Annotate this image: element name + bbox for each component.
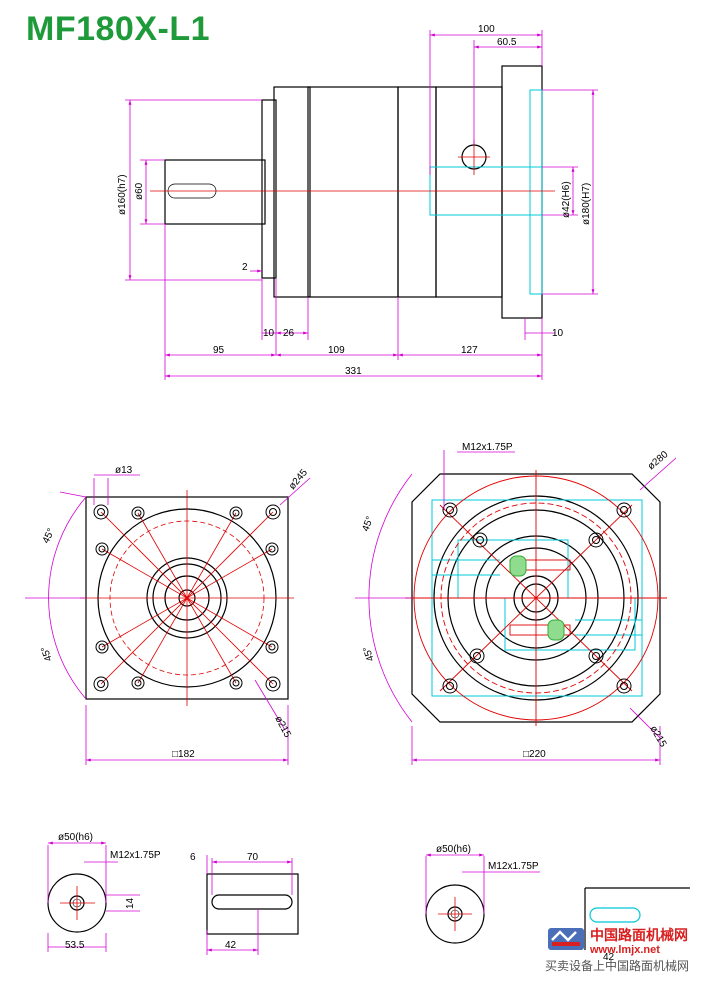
dim-60-5: 60.5 (497, 37, 517, 48)
dim-d60: ø60 (134, 182, 145, 200)
dim-d50: ø50(h6) (58, 832, 93, 843)
side-view-dimension-labels: 100 60.5 ø160(h7) ø60 ø42(H6) ø180(H7) 2… (117, 24, 592, 377)
dim-109: 109 (328, 345, 345, 356)
dim-26: 26 (283, 328, 295, 339)
dim-thread-m12: M12x1.75P (462, 442, 513, 453)
dim-d160: ø160(h7) (117, 174, 128, 215)
drawing-title: MF180X-L1 (26, 10, 210, 48)
dim-thread-m12: M12x1.75P (110, 850, 161, 861)
watermark-url: www.lmjx.net (589, 944, 660, 956)
dim-d13: ø13 (115, 465, 133, 476)
dim-angle-45-lower: 45° (39, 645, 55, 663)
dim-d280: ø280 (646, 449, 671, 472)
shaft-detail-1-dimension-lines (47, 841, 293, 955)
dim-d42: ø42(H6) (561, 181, 572, 218)
dim-d50: ø50(h6) (436, 844, 471, 855)
front-view-construction (80, 490, 294, 706)
dim-331: 331 (345, 366, 362, 377)
dim-14: 14 (125, 897, 136, 909)
side-view-dimension-lines (125, 30, 598, 380)
shaft-detail-2-dimension-lines (425, 853, 540, 914)
back-view-keys (509, 555, 565, 641)
dim-angle-45-lower: 45° (361, 645, 377, 663)
dim-d180: ø180(H7) (581, 183, 592, 225)
dim-10b: 10 (552, 328, 564, 339)
watermark-name: 中国路面机械网 (590, 927, 688, 943)
front-view-dimension-lines (25, 474, 311, 765)
shaft-detail-1: ø50(h6) M12x1.75P 14 53.5 6 70 42 (47, 832, 299, 955)
dim-100: 100 (478, 24, 495, 35)
side-view: 100 60.5 ø160(h7) ø60 ø42(H6) ø180(H7) 2… (117, 24, 598, 380)
watermark-tagline: 买卖设备上中国路面机械网 (545, 958, 689, 973)
dim-42: 42 (603, 952, 615, 963)
dim-127: 127 (461, 345, 478, 356)
watermark: 中国路面机械网 www.lmjx.net 买卖设备上中国路面机械网 (545, 927, 689, 973)
side-view-centerline (150, 140, 555, 192)
dim-angle-45-upper: 45° (360, 515, 376, 533)
back-view-bolt-holes (442, 502, 632, 694)
shaft-detail-2-dimension-labels: ø50(h6) M12x1.75P 42 (436, 844, 615, 963)
dim-angle-45-upper: 45° (41, 527, 57, 545)
front-view: ø13 ø245 45° 45° ø215 □182 (25, 465, 311, 765)
back-view-dimension-lines (355, 450, 677, 765)
dim-70: 70 (247, 852, 259, 863)
shaft-detail-2: ø50(h6) M12x1.75P 42 (425, 844, 690, 963)
dim-42: 42 (225, 940, 237, 951)
shaft-detail-1-dimension-labels: ø50(h6) M12x1.75P 14 53.5 6 70 42 (58, 832, 259, 951)
dim-d215: ø215 (647, 724, 668, 750)
dim-thread-m12: M12x1.75P (488, 861, 539, 872)
dim-2: 2 (242, 262, 248, 273)
front-view-bolt-holes (93, 504, 281, 692)
watermark-logo-icon (548, 928, 584, 950)
dim-95: 95 (213, 345, 225, 356)
side-view-hidden-lines (429, 89, 543, 295)
dim-6: 6 (190, 852, 196, 863)
dim-d215: ø215 (272, 714, 293, 740)
back-view: M12x1.75P ø280 45° 45° ø215 □220 (355, 442, 677, 765)
dim-sq182: □182 (172, 749, 195, 760)
dim-sq220: □220 (523, 749, 546, 760)
shaft-detail-1-outline (47, 873, 299, 935)
dim-53-5: 53.5 (65, 940, 85, 951)
dim-10a: 10 (263, 328, 275, 339)
